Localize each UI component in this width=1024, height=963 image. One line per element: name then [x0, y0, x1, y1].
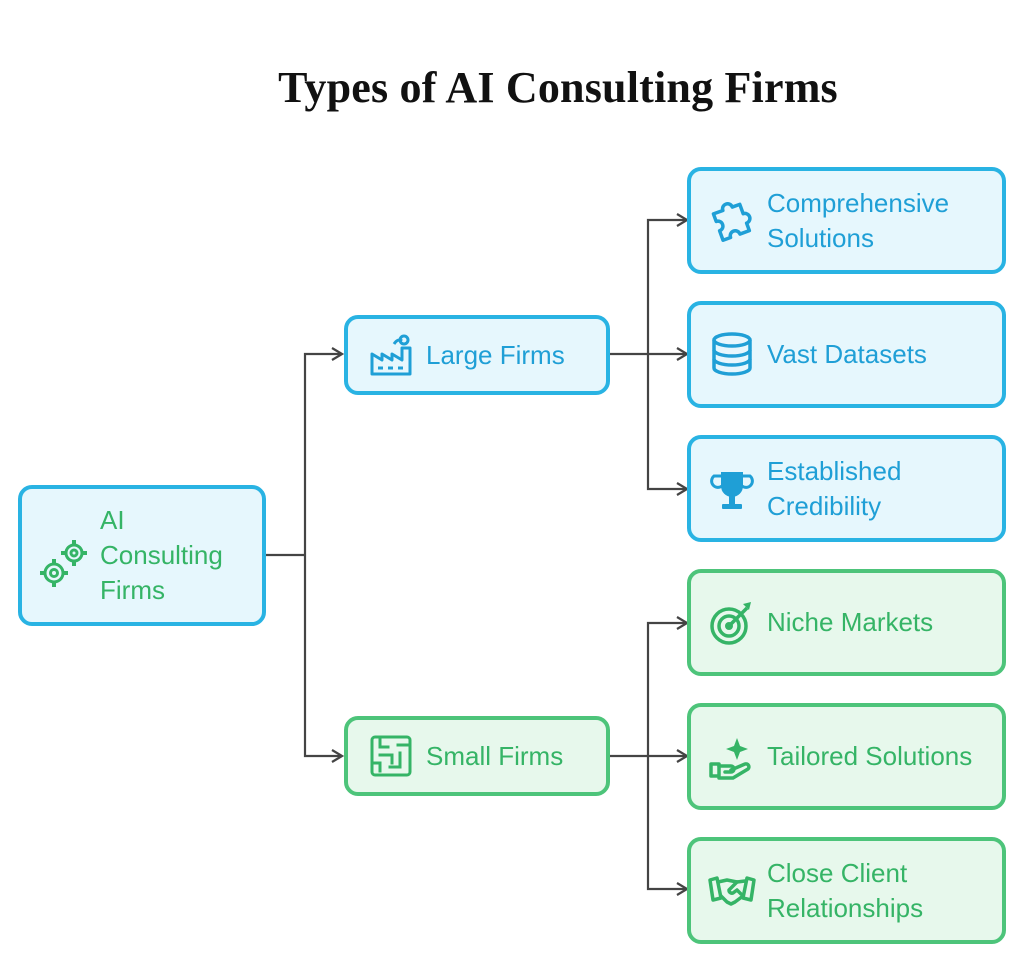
leaf-comprehensive-solutions: Comprehensive Solutions	[687, 167, 1006, 274]
target-icon	[705, 596, 759, 650]
root-node: AI Consulting Firms	[18, 485, 266, 626]
gears-icon	[38, 537, 92, 591]
branch-label: Large Firms	[426, 339, 565, 370]
branch-large-firms: Large Firms	[344, 315, 610, 395]
leaf-label: Close Client Relationships	[767, 857, 924, 923]
leaf-close-client-relationships: Close Client Relationships	[687, 837, 1006, 944]
root-label: AI Consulting Firms	[100, 505, 223, 605]
connector-root-small	[303, 555, 342, 756]
connector-large-1	[646, 220, 687, 354]
factory-icon	[366, 331, 416, 379]
handshake-icon	[705, 864, 759, 918]
leaf-label: Vast Datasets	[767, 339, 927, 369]
leaf-label: Established Credibility	[767, 455, 902, 521]
database-icon	[705, 328, 759, 382]
branch-label: Small Firms	[426, 740, 564, 771]
leaf-label: Tailored Solutions	[767, 741, 973, 771]
diagram-title: Types of AI Consulting Firms	[278, 63, 838, 112]
connector-small-1	[646, 623, 687, 756]
leaf-established-credibility: Established Credibility	[687, 435, 1006, 542]
connector-small-3	[646, 756, 687, 889]
leaf-niche-markets: Niche Markets	[687, 569, 1006, 676]
puzzle-icon	[705, 194, 759, 248]
hand-sparkle-icon	[705, 730, 759, 784]
branch-small-firms: Small Firms	[344, 716, 610, 796]
connector-large-3	[646, 354, 687, 489]
leaf-label: Niche Markets	[767, 607, 934, 637]
maze-icon	[366, 732, 416, 780]
connector-root-large	[303, 354, 342, 555]
leaf-vast-datasets: Vast Datasets	[687, 301, 1006, 408]
leaf-label: Comprehensive Solutions	[767, 187, 950, 253]
trophy-icon	[705, 462, 759, 516]
leaf-tailored-solutions: Tailored Solutions	[687, 703, 1006, 810]
